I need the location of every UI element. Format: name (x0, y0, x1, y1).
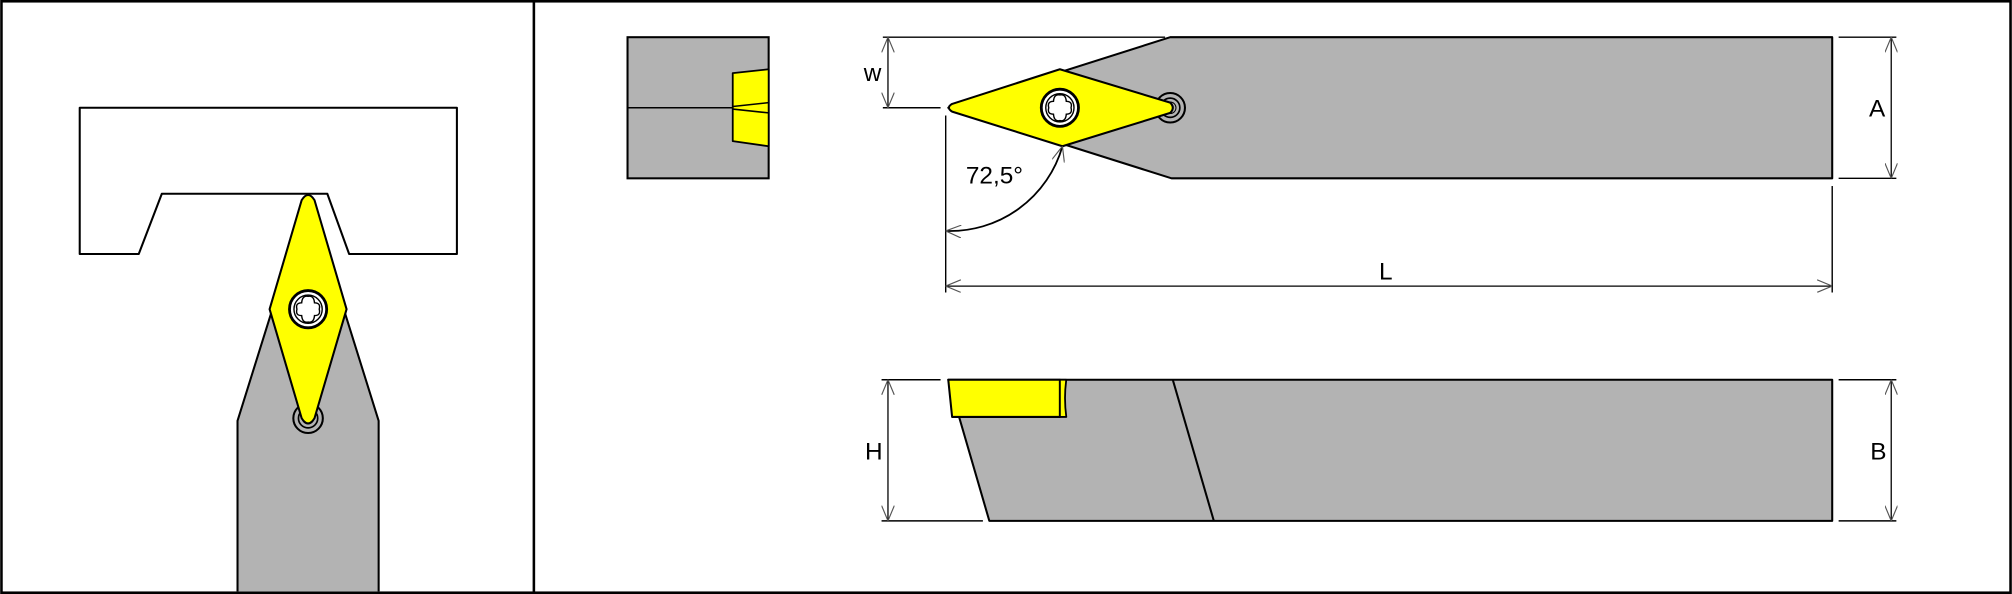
dim-angle-arc (946, 146, 1063, 231)
label-w: w (863, 60, 882, 87)
label-B: B (1870, 438, 1886, 465)
side-view-neck-line (1171, 379, 1215, 522)
end-view-insert-edge-bottom (732, 108, 769, 114)
end-view-insert (731, 68, 770, 148)
holder-body-top (947, 36, 1834, 180)
label-angle: 72,5° (966, 162, 1023, 189)
insert-side (947, 378, 1061, 418)
label-A: A (1869, 96, 1886, 123)
workpiece-outline (78, 106, 458, 256)
application-view (78, 106, 458, 592)
end-view (626, 36, 770, 180)
holder-body-side (947, 378, 1834, 522)
label-H: H (865, 438, 883, 465)
torx-screw-icon (1039, 87, 1080, 128)
torx-screw-icon (288, 289, 329, 330)
side-view: H B (865, 378, 1896, 522)
label-L: L (1379, 259, 1393, 286)
top-view: w 72,5° L A (863, 36, 1897, 293)
insert-side-edge (1058, 378, 1068, 418)
end-view-insert-edge-top (732, 101, 769, 108)
